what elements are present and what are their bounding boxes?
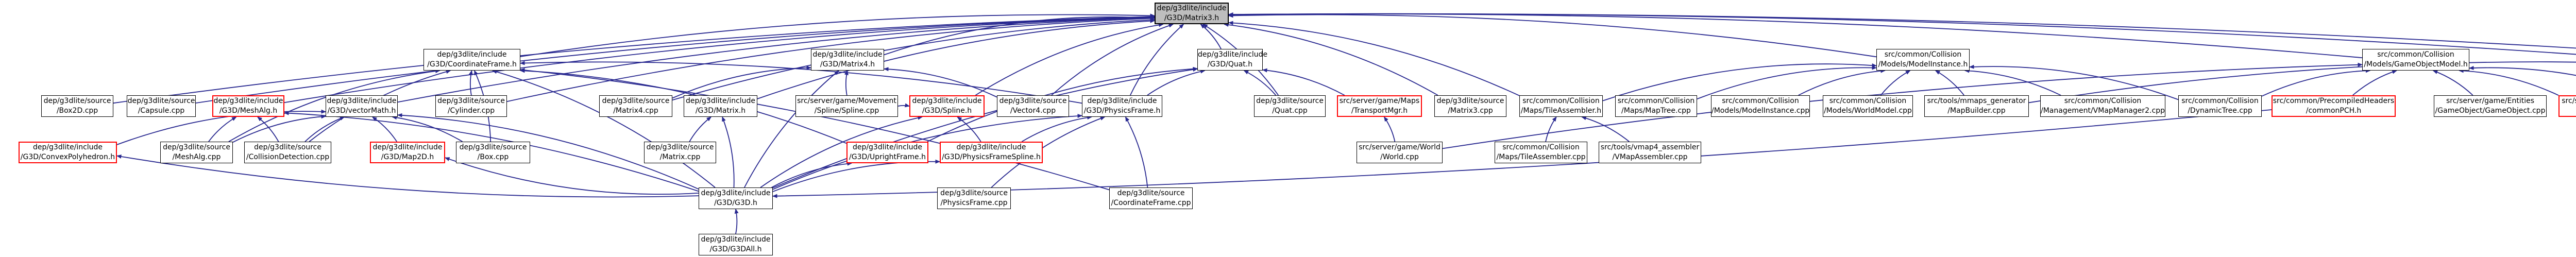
edge-physicsframespline_h-spline_h — [957, 116, 981, 142]
edge-collisiondetection_cpp-vectormath_h — [304, 116, 345, 142]
edge-gameobject_cpp-gameobjectmodel_h — [2432, 70, 2473, 96]
edge-cylinder_cpp-coordinateframe_h — [468, 70, 473, 96]
graph-node-dynamictree_cpp[interactable]: src/common/Collision /DynamicTree.cpp — [2178, 95, 2262, 117]
graph-node-box2d_cpp[interactable]: dep/g3dlite/source /Box2D.cpp — [41, 95, 113, 117]
graph-node-matrix_cpp[interactable]: dep/g3dlite/source /Matrix.cpp — [644, 142, 716, 163]
edge-box_cpp-vectormath_h — [392, 115, 463, 142]
graph-node-cylinder_cpp[interactable]: dep/g3dlite/source /Cylinder.cpp — [435, 95, 507, 117]
graph-node-world_cpp[interactable]: src/server/game/World /World.cpp — [1357, 142, 1443, 163]
edge-map2d_h-vectormath_h — [371, 116, 397, 142]
graph-node-coordinateframe_cpp[interactable]: dep/g3dlite/source /CoordinateFrame.cpp — [1109, 187, 1193, 209]
edge-g3d_h-quat_h — [772, 67, 1198, 189]
graph-node-matrix3_cpp[interactable]: dep/g3dlite/source /Matrix3.cpp — [1434, 95, 1506, 117]
graph-node-quat_cpp[interactable]: dep/g3dlite/source /Quat.cpp — [1254, 95, 1326, 117]
edge-coordinateframe_cpp-coordinateframe_h — [520, 68, 1110, 191]
graph-node-modelinstance_h[interactable]: src/common/Collision /Models/ModelInstan… — [1876, 49, 1970, 71]
graph-node-commonpch_h[interactable]: src/common/PrecompiledHeaders /commonPCH… — [2272, 95, 2396, 117]
edge-map_h-gameobjectmodel_h — [2459, 68, 2559, 96]
edge-dynamictree_cpp-modelinstance_h — [1969, 64, 2179, 100]
graph-node-matrix4_cpp[interactable]: dep/g3dlite/source /Matrix4.cpp — [599, 95, 672, 117]
graph-node-modelinstance_cpp[interactable]: src/common/Collision /Models/ModelInstan… — [1711, 95, 1810, 117]
graph-node-box_cpp[interactable]: dep/g3dlite/source /Box.cpp — [456, 142, 530, 163]
edge-box2d_cpp-matrix3_h — [113, 14, 1155, 104]
graph-node-vector4_cpp[interactable]: dep/g3dlite/source /Vector4.cpp — [997, 95, 1069, 117]
graph-node-g3d_h[interactable]: dep/g3dlite/include /G3D/G3D.h — [699, 187, 773, 209]
edge-tileassembler_h-matrix3_h — [1228, 21, 1520, 96]
graph-node-uprightframe_h[interactable]: dep/g3dlite/include /G3D/UprightFrame.h — [846, 142, 928, 163]
edge-maptree_cpp-modelinstance_h — [1697, 65, 1877, 100]
edge-matrix4_cpp-matrix4_h — [672, 65, 811, 99]
graph-node-physicsframe_h[interactable]: dep/g3dlite/include /G3D/PhysicsFrame.h — [1082, 95, 1162, 117]
edge-vmapmanager2_cpp-modelinstance_h — [1964, 68, 2061, 96]
edge-g3dall_h-g3d_h — [734, 209, 739, 234]
graph-node-worldmodel_cpp[interactable]: src/common/Collision /Models/WorldModel.… — [1823, 95, 1913, 117]
edge-spline_h-matrix3_h — [975, 23, 1164, 96]
graph-node-vmapassembler_cpp[interactable]: src/tools/vmap4_assembler /VMapAssembler… — [1599, 142, 1701, 163]
edge-quat_cpp-quat_h — [1243, 70, 1277, 96]
edge-meshalg_h-matrix3_h — [284, 15, 1155, 103]
edge-collisiondetection_cpp-meshalg_h — [257, 116, 279, 142]
edge-mapbuilder_cpp-modelinstance_h — [1935, 70, 1964, 96]
graph-node-transportmgr_h[interactable]: src/server/game/Maps /TransportMgr.h — [1337, 95, 1422, 117]
graph-node-gameobject_cpp[interactable]: src/server/game/Entities /GameObject/Gam… — [2434, 95, 2547, 117]
edge-g3d_h-uprightframe_h — [771, 161, 852, 188]
edge-matrix_cpp-matrix_h — [689, 116, 711, 142]
edge-physicsframe_h-quat_h — [1147, 69, 1206, 96]
edge-world_cpp-transportmgr_h — [1383, 116, 1396, 142]
graph-node-spline_spline_cpp[interactable]: src/server/game/Movement /Spline/Spline.… — [795, 95, 898, 117]
graph-node-collisiondetection_cpp[interactable]: dep/g3dlite/source /CollisionDetection.c… — [244, 142, 331, 163]
edge-vector4_cpp-matrix3_h — [1051, 23, 1174, 96]
graph-node-matrix3_h: dep/g3dlite/include /G3D/Matrix3.h — [1155, 3, 1229, 24]
edge-worldmodel_cpp-modelinstance_h — [1880, 70, 1911, 96]
edge-modelinstance_cpp-modelinstance_h — [1798, 68, 1886, 96]
graph-node-capsule_cpp[interactable]: dep/g3dlite/source /Capsule.cpp — [127, 95, 196, 117]
graph-node-tileassembler_cpp[interactable]: src/common/Collision /Maps/TileAssembler… — [1495, 142, 1587, 163]
edge-vmapassembler_cpp-tileassembler_h — [1581, 116, 1630, 142]
graph-node-matrix4_h[interactable]: dep/g3dlite/include /G3D/Matrix4.h — [811, 49, 884, 71]
graph-node-vectormath_h[interactable]: dep/g3dlite/include /G3D/vectorMath.h — [326, 95, 398, 117]
graph-node-g3dall_h[interactable]: dep/g3dlite/include /G3D/G3DAll.h — [699, 234, 773, 255]
edge-dynamictree_cpp-gameobjectmodel_h — [2261, 68, 2371, 97]
edge-gameobjectmodel_cpp-gameobjectmodel_h — [2469, 65, 2576, 76]
edge-physicsframespline_h-physicsframe_h — [1021, 115, 1092, 142]
edge-meshalg_cpp-meshalg_h — [208, 116, 237, 142]
graph-node-gameobjectmodel_h[interactable]: src/common/Collision /Models/GameObjectM… — [2362, 49, 2469, 71]
edge-matrix4_h-matrix3_h — [884, 16, 1155, 56]
graph-node-quat_h[interactable]: dep/g3dlite/include /G3D/Quat.h — [1197, 49, 1267, 71]
graph-node-spline_h[interactable]: dep/g3dlite/include /G3D/Spline.h — [909, 95, 985, 117]
edge-g3d_h-coordinateframe_h — [492, 70, 716, 188]
graph-node-mapbuilder_cpp[interactable]: src/tools/mmaps_generator /MapBuilder.cp… — [1924, 95, 2029, 117]
graph-node-coordinateframe_h[interactable]: dep/g3dlite/include /G3D/CoordinateFrame… — [423, 49, 520, 71]
edge-quat_h-matrix3_h — [1200, 24, 1222, 49]
edge-gameobjectmodel_h-matrix3_h — [1228, 12, 2363, 58]
edge-g3d_h-physicsframespline_h — [772, 159, 940, 192]
graph-node-map_h[interactable]: src/server/game/Maps /Map.h — [2558, 95, 2576, 117]
graph-node-meshalg_h[interactable]: dep/g3dlite/include /G3D/MeshAlg.h — [212, 95, 284, 117]
edge-modelinstance_h-matrix3_h — [1228, 13, 1877, 58]
edge-matrix4_cpp-matrix3_h — [672, 18, 1155, 101]
edge-vector4_cpp-matrix4_h — [884, 67, 997, 98]
edge-spline_spline_cpp-matrix4_h — [844, 70, 849, 96]
edge-tileassembler_cpp-tileassembler_h — [1545, 116, 1557, 142]
graph-node-physicsframe_cpp[interactable]: dep/g3dlite/source /PhysicsFrame.cpp — [937, 187, 1011, 209]
edge-coordinateframe_cpp-physicsframe_h — [1125, 116, 1148, 188]
edge-meshalg_cpp-vectormath_h — [232, 114, 326, 143]
graph-node-physicsframespline_h[interactable]: dep/g3dlite/include /G3D/PhysicsFrameSpl… — [940, 142, 1043, 163]
graph-node-tileassembler_h[interactable]: src/common/Collision /Maps/TileAssembler… — [1519, 95, 1603, 117]
graph-node-maptree_cpp[interactable]: src/common/Collision /Maps/MapTree.cpp — [1615, 95, 1697, 117]
edge-capsule_cpp-matrix3_h — [195, 14, 1155, 104]
edge-commonpch_h-gameobjectmodel_h — [2352, 70, 2397, 96]
graph-node-map2d_h[interactable]: dep/g3dlite/include /G3D/Map2D.h — [370, 142, 445, 163]
edge-transportmgr_h-quat_h — [1262, 68, 1345, 96]
edge-g3d_h-matrix4_h — [744, 70, 839, 188]
graph-node-vmapmanager2_cpp[interactable]: src/common/Collision /Management/VMapMan… — [2040, 95, 2165, 117]
graph-node-meshalg_cpp[interactable]: dep/g3dlite/source /MeshAlg.cpp — [160, 142, 233, 163]
edge-g3d_h-matrix_h — [722, 116, 735, 188]
graph-node-matrix_h[interactable]: dep/g3dlite/include /G3D/Matrix.h — [684, 95, 757, 117]
graph-node-convexpolyhedron_h[interactable]: dep/g3dlite/include /G3D/ConvexPolyhedro… — [19, 142, 117, 163]
edge-physicsframe_h-matrix3_h — [1129, 24, 1184, 96]
